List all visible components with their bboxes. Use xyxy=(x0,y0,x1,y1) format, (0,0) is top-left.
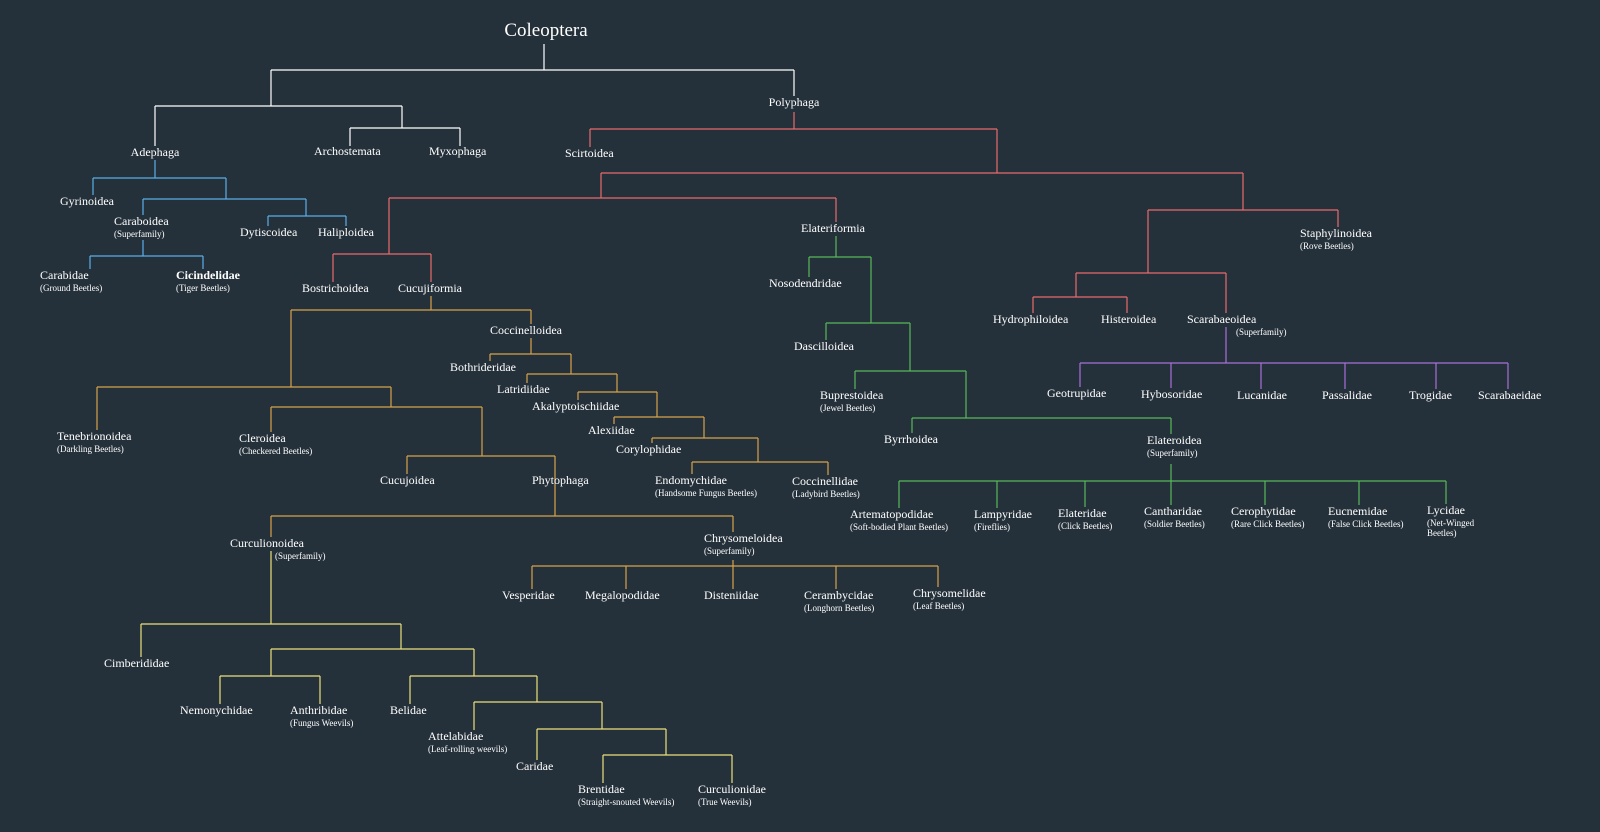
node-curculionoidea: Curculionoidea(Superfamily) xyxy=(230,536,326,561)
node-alexiidae: Alexiidae xyxy=(588,423,635,437)
node-chrysomelidae: Chrysomelidae(Leaf Beetles) xyxy=(913,586,986,611)
node-myxophaga: Myxophaga xyxy=(429,144,487,158)
node-scarabaeoidea: Scarabaeoidea(Superfamily) xyxy=(1187,312,1287,337)
node-polyphaga: Polyphaga xyxy=(768,95,820,109)
node-coccinelloidea: Coccinelloidea xyxy=(490,323,562,337)
node-lampyridae: Lampyridae(Fireflies) xyxy=(974,507,1032,532)
node-cucujoidea: Cucujoidea xyxy=(380,473,435,487)
node-buprestoidea: Buprestoidea(Jewel Beetles) xyxy=(820,388,884,413)
edges-purple xyxy=(1079,327,1509,389)
node-byrrhoidea: Byrrhoidea xyxy=(884,432,938,446)
node-anthribidae: Anthribidae(Fungus Weevils) xyxy=(290,703,354,728)
node-chrysomeloidea: Chrysomeloidea(Superfamily) xyxy=(704,531,783,556)
node-corylophidae: Corylophidae xyxy=(616,442,682,456)
edges-white xyxy=(154,44,795,146)
node-vesperidae: Vesperidae xyxy=(502,588,555,602)
node-gyrinoidea: Gyrinoidea xyxy=(60,194,114,208)
node-elateroidea: Elateroidea(Superfamily) xyxy=(1147,433,1202,458)
node-caraboidea: Caraboidea(Superfamily) xyxy=(114,214,169,239)
node-cantharidae: Cantharidae(Soldier Beetles) xyxy=(1144,504,1205,529)
node-artematopodidae: Artematopodidae(Soft-bodied Plant Beetle… xyxy=(850,507,948,532)
node-cerambycidae: Cerambycidae(Longhorn Beetles) xyxy=(804,588,875,613)
node-trogidae: Trogidae xyxy=(1409,388,1452,402)
node-hydrophiloidea: Hydrophiloidea xyxy=(993,312,1069,326)
node-caridae: Caridae xyxy=(516,759,554,773)
node-scirtoidea: Scirtoidea xyxy=(565,146,614,160)
node-scarabaeidae: Scarabaeidae xyxy=(1478,388,1542,402)
node-brentidae: Brentidae(Straight-snouted Weevils) xyxy=(578,782,675,807)
node-megalopodidae: Megalopodidae xyxy=(585,588,660,602)
node-dascilloidea: Dascilloidea xyxy=(794,339,854,353)
node-histeroidea: Histeroidea xyxy=(1101,312,1157,326)
node-belidae: Belidae xyxy=(390,703,427,717)
node-eucnemidae: Eucnemidae(False Click Beetles) xyxy=(1328,504,1404,529)
node-cucujiformia: Cucujiformia xyxy=(398,281,462,295)
node-curculionidae: Curculionidae(True Weevils) xyxy=(698,782,766,807)
node-geotrupidae: Geotrupidae xyxy=(1047,386,1107,400)
edges-green xyxy=(808,236,1447,508)
node-haliploidea: Haliploidea xyxy=(318,225,374,239)
edges-yellow xyxy=(140,551,733,783)
node-dytiscoidea: Dytiscoidea xyxy=(240,225,298,239)
node-lucanidae: Lucanidae xyxy=(1237,388,1287,402)
node-elateriformia: Elateriformia xyxy=(801,221,865,235)
node-hybosoridae: Hybosoridae xyxy=(1141,387,1203,401)
node-passalidae: Passalidae xyxy=(1322,388,1372,402)
node-bothrideridae: Bothrideridae xyxy=(450,360,516,374)
node-disteniidae: Disteniidae xyxy=(704,588,759,602)
edges-blue xyxy=(89,160,347,269)
node-cicindelidae: Cicindelidae(Tiger Beetles) xyxy=(176,268,241,293)
node-archostemata: Archostemata xyxy=(314,144,381,158)
node-akalyptoischiidae: Akalyptoischiidae xyxy=(532,399,620,413)
node-elateridae: Elateridae(Click Beetles) xyxy=(1058,506,1113,531)
node-lycidae: Lycidae(Net-Winged Beetles) xyxy=(1427,503,1475,539)
edges-red xyxy=(332,112,1339,313)
node-phytophaga: Phytophaga xyxy=(532,473,589,487)
node-attelabidae: Attelabidae(Leaf-rolling weevils) xyxy=(428,729,508,754)
edges-orange xyxy=(96,296,939,589)
node-coleoptera: Coleoptera xyxy=(504,20,588,41)
node-cleroidea: Cleroidea(Checkered Beetles) xyxy=(239,431,313,456)
node-coccinellidae: Coccinellidae(Ladybird Beetles) xyxy=(792,474,860,499)
node-latridiidae: Latridiidae xyxy=(497,382,550,396)
node-bostrichoidea: Bostrichoidea xyxy=(302,281,369,295)
node-cerophytidae: Cerophytidae(Rare Click Beetles) xyxy=(1231,504,1305,529)
node-endomychidae: Endomychidae(Handsome Fungus Beetles) xyxy=(655,473,757,498)
node-nosodendridae: Nosodendridae xyxy=(769,276,842,290)
node-adephaga: Adephaga xyxy=(130,145,180,159)
node-staphylinoidea: Staphylinoidea(Rove Beetles) xyxy=(1300,226,1372,251)
node-nemonychidae: Nemonychidae xyxy=(180,703,253,717)
node-cimberididae: Cimberididae xyxy=(104,656,170,670)
node-tenebrionoidea: Tenebrionoidea(Darkling Beetles) xyxy=(57,429,132,454)
node-carabidae: Carabidae(Ground Beetles) xyxy=(40,268,103,293)
